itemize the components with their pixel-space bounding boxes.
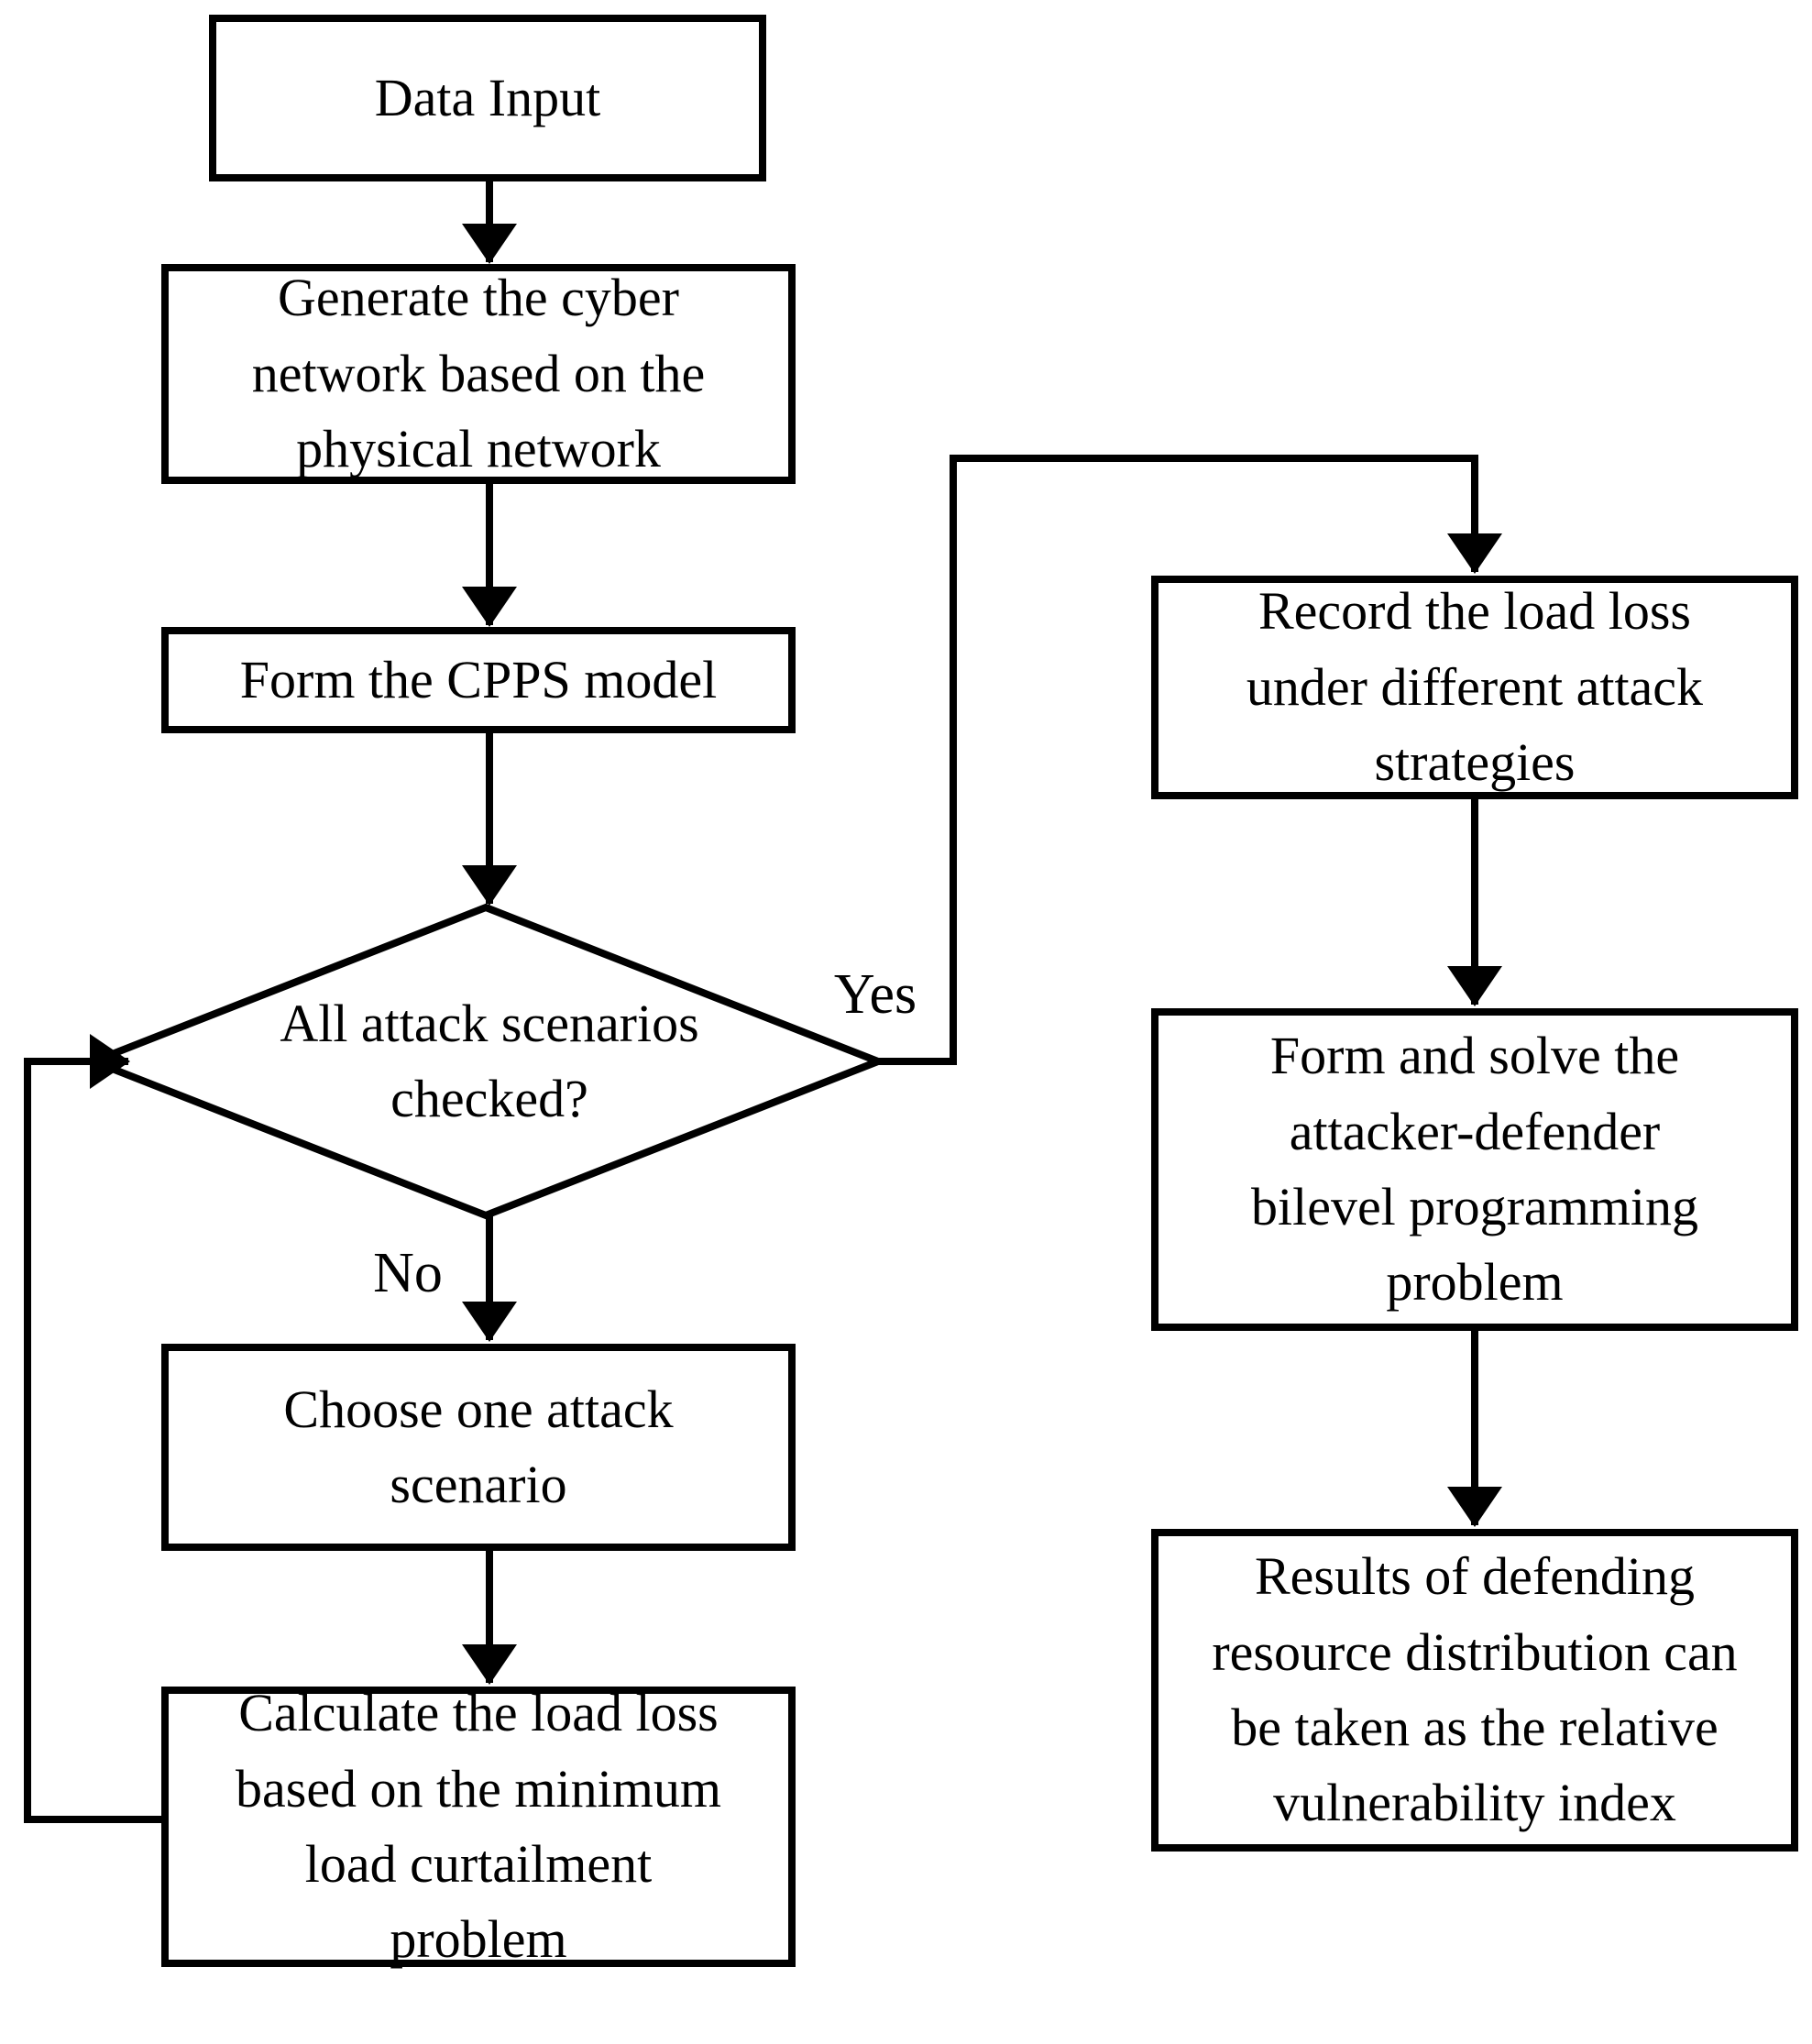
node-results-vulnerability-index: Results of defending resource distributi…: [1151, 1529, 1798, 1852]
node-results-vulnerability-index-label: Results of defending resource distributi…: [1212, 1546, 1738, 1833]
branch-label-no-text: No: [373, 1241, 443, 1304]
node-choose-attack-scenario-label: Choose one attack scenario: [283, 1379, 674, 1514]
node-decision-all-scenarios-checked: All attack scenarios checked?: [211, 968, 768, 1155]
branch-label-yes: Yes: [788, 953, 962, 1036]
node-form-solve-bilevel: Form and solve the attacker-defender bil…: [1151, 1008, 1798, 1331]
node-record-load-loss: Record the load loss under different att…: [1151, 576, 1798, 799]
node-data-input-label: Data Input: [374, 67, 601, 127]
node-decision-label: All attack scenarios checked?: [280, 993, 699, 1128]
node-choose-attack-scenario: Choose one attack scenario: [161, 1344, 796, 1551]
branch-label-no: No: [321, 1232, 495, 1314]
node-form-solve-bilevel-label: Form and solve the attacker-defender bil…: [1250, 1026, 1699, 1313]
node-record-load-loss-label: Record the load loss under different att…: [1246, 581, 1704, 793]
branch-label-yes-text: Yes: [833, 962, 917, 1026]
node-generate-cyber-network-label: Generate the cyber network based on the …: [251, 268, 706, 479]
node-data-input: Data Input: [209, 15, 766, 181]
node-generate-cyber-network: Generate the cyber network based on the …: [161, 264, 796, 484]
edge-decision-yes-to-record: [876, 455, 1502, 1065]
node-calculate-load-loss-label: Calculate the load loss based on the min…: [236, 1683, 721, 1970]
node-form-cpps-model-label: Form the CPPS model: [239, 649, 718, 709]
node-calculate-load-loss: Calculate the load loss based on the min…: [161, 1683, 796, 1969]
edge-calculate-loop-to-decision: [24, 1034, 165, 1823]
node-form-cpps-model: Form the CPPS model: [161, 627, 796, 733]
